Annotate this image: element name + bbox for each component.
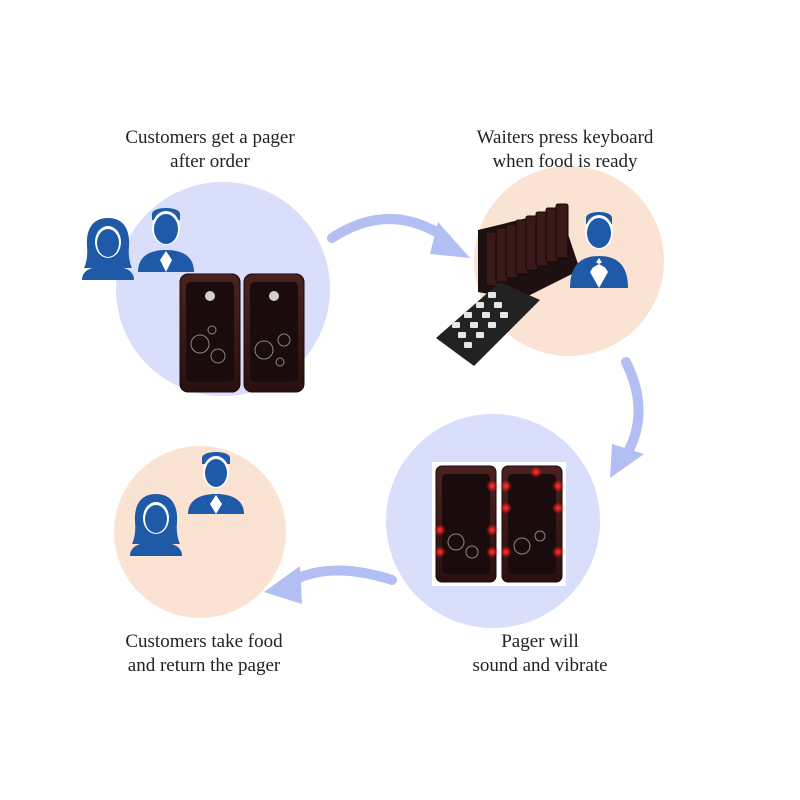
step4-line1: Customers take food xyxy=(125,631,283,652)
pager-pair-step3 xyxy=(432,462,566,586)
arrow-step2-to-step3 xyxy=(610,357,644,478)
waiter-icon xyxy=(570,212,628,288)
man-icon xyxy=(188,452,244,514)
pager-pair-step1 xyxy=(179,273,305,393)
step3-caption: Pager will sound and vibrate xyxy=(420,630,660,678)
step4-caption: Customers take food and return the pager xyxy=(84,630,324,678)
step1-line2: after order xyxy=(170,151,250,172)
pager-charging-station xyxy=(436,203,580,366)
step2-line1: Waiters press keyboard xyxy=(476,127,654,148)
step4-line2: and return the pager xyxy=(127,655,281,676)
step3-line2: sound and vibrate xyxy=(472,655,608,676)
step2-caption: Waiters press keyboard when food is read… xyxy=(430,126,700,174)
step1-line1: Customers get a pager xyxy=(125,127,295,148)
woman-icon xyxy=(82,218,134,280)
step3-line1: Pager will xyxy=(501,631,579,652)
arrow-step3-to-step4 xyxy=(264,565,397,604)
step1-caption: Customers get a pager after order xyxy=(80,126,340,174)
arrow-step1-to-step2 xyxy=(327,214,470,258)
step2-line2: when food is ready xyxy=(492,151,638,172)
woman-icon xyxy=(130,494,182,556)
man-icon xyxy=(138,208,194,272)
